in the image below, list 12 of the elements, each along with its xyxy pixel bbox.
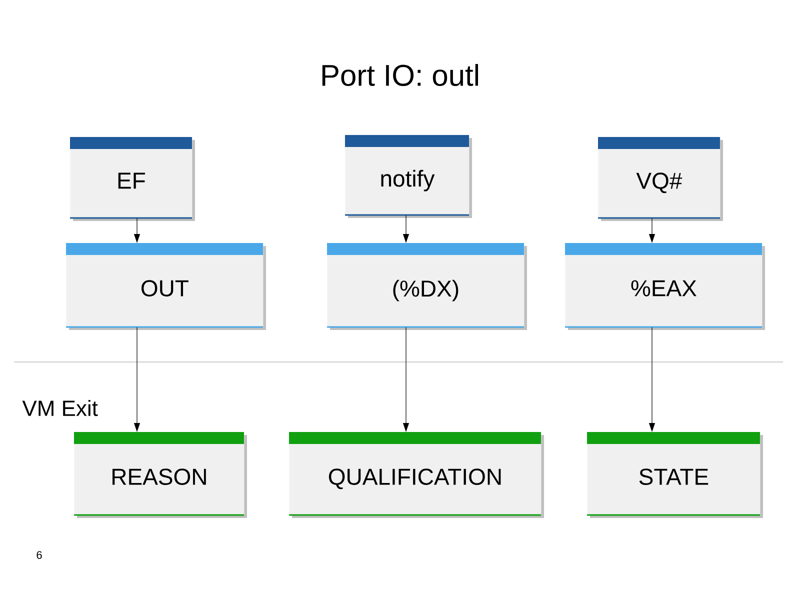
- section-label: VM Exit: [22, 400, 98, 416]
- header-box: (%DX): [327, 243, 527, 330]
- header-box: EF: [70, 137, 195, 221]
- page-number: 6: [36, 551, 42, 559]
- header-box: REASON: [74, 432, 247, 518]
- title: Port IO: outl: [322, 64, 478, 86]
- header-box: VQ#: [598, 137, 723, 221]
- header-box: STATE: [587, 432, 763, 518]
- header-box: OUT: [66, 243, 266, 330]
- header-box: notify: [345, 135, 472, 218]
- header-box: QUALIFICATION: [289, 432, 544, 518]
- header-box: %EAX: [565, 243, 765, 330]
